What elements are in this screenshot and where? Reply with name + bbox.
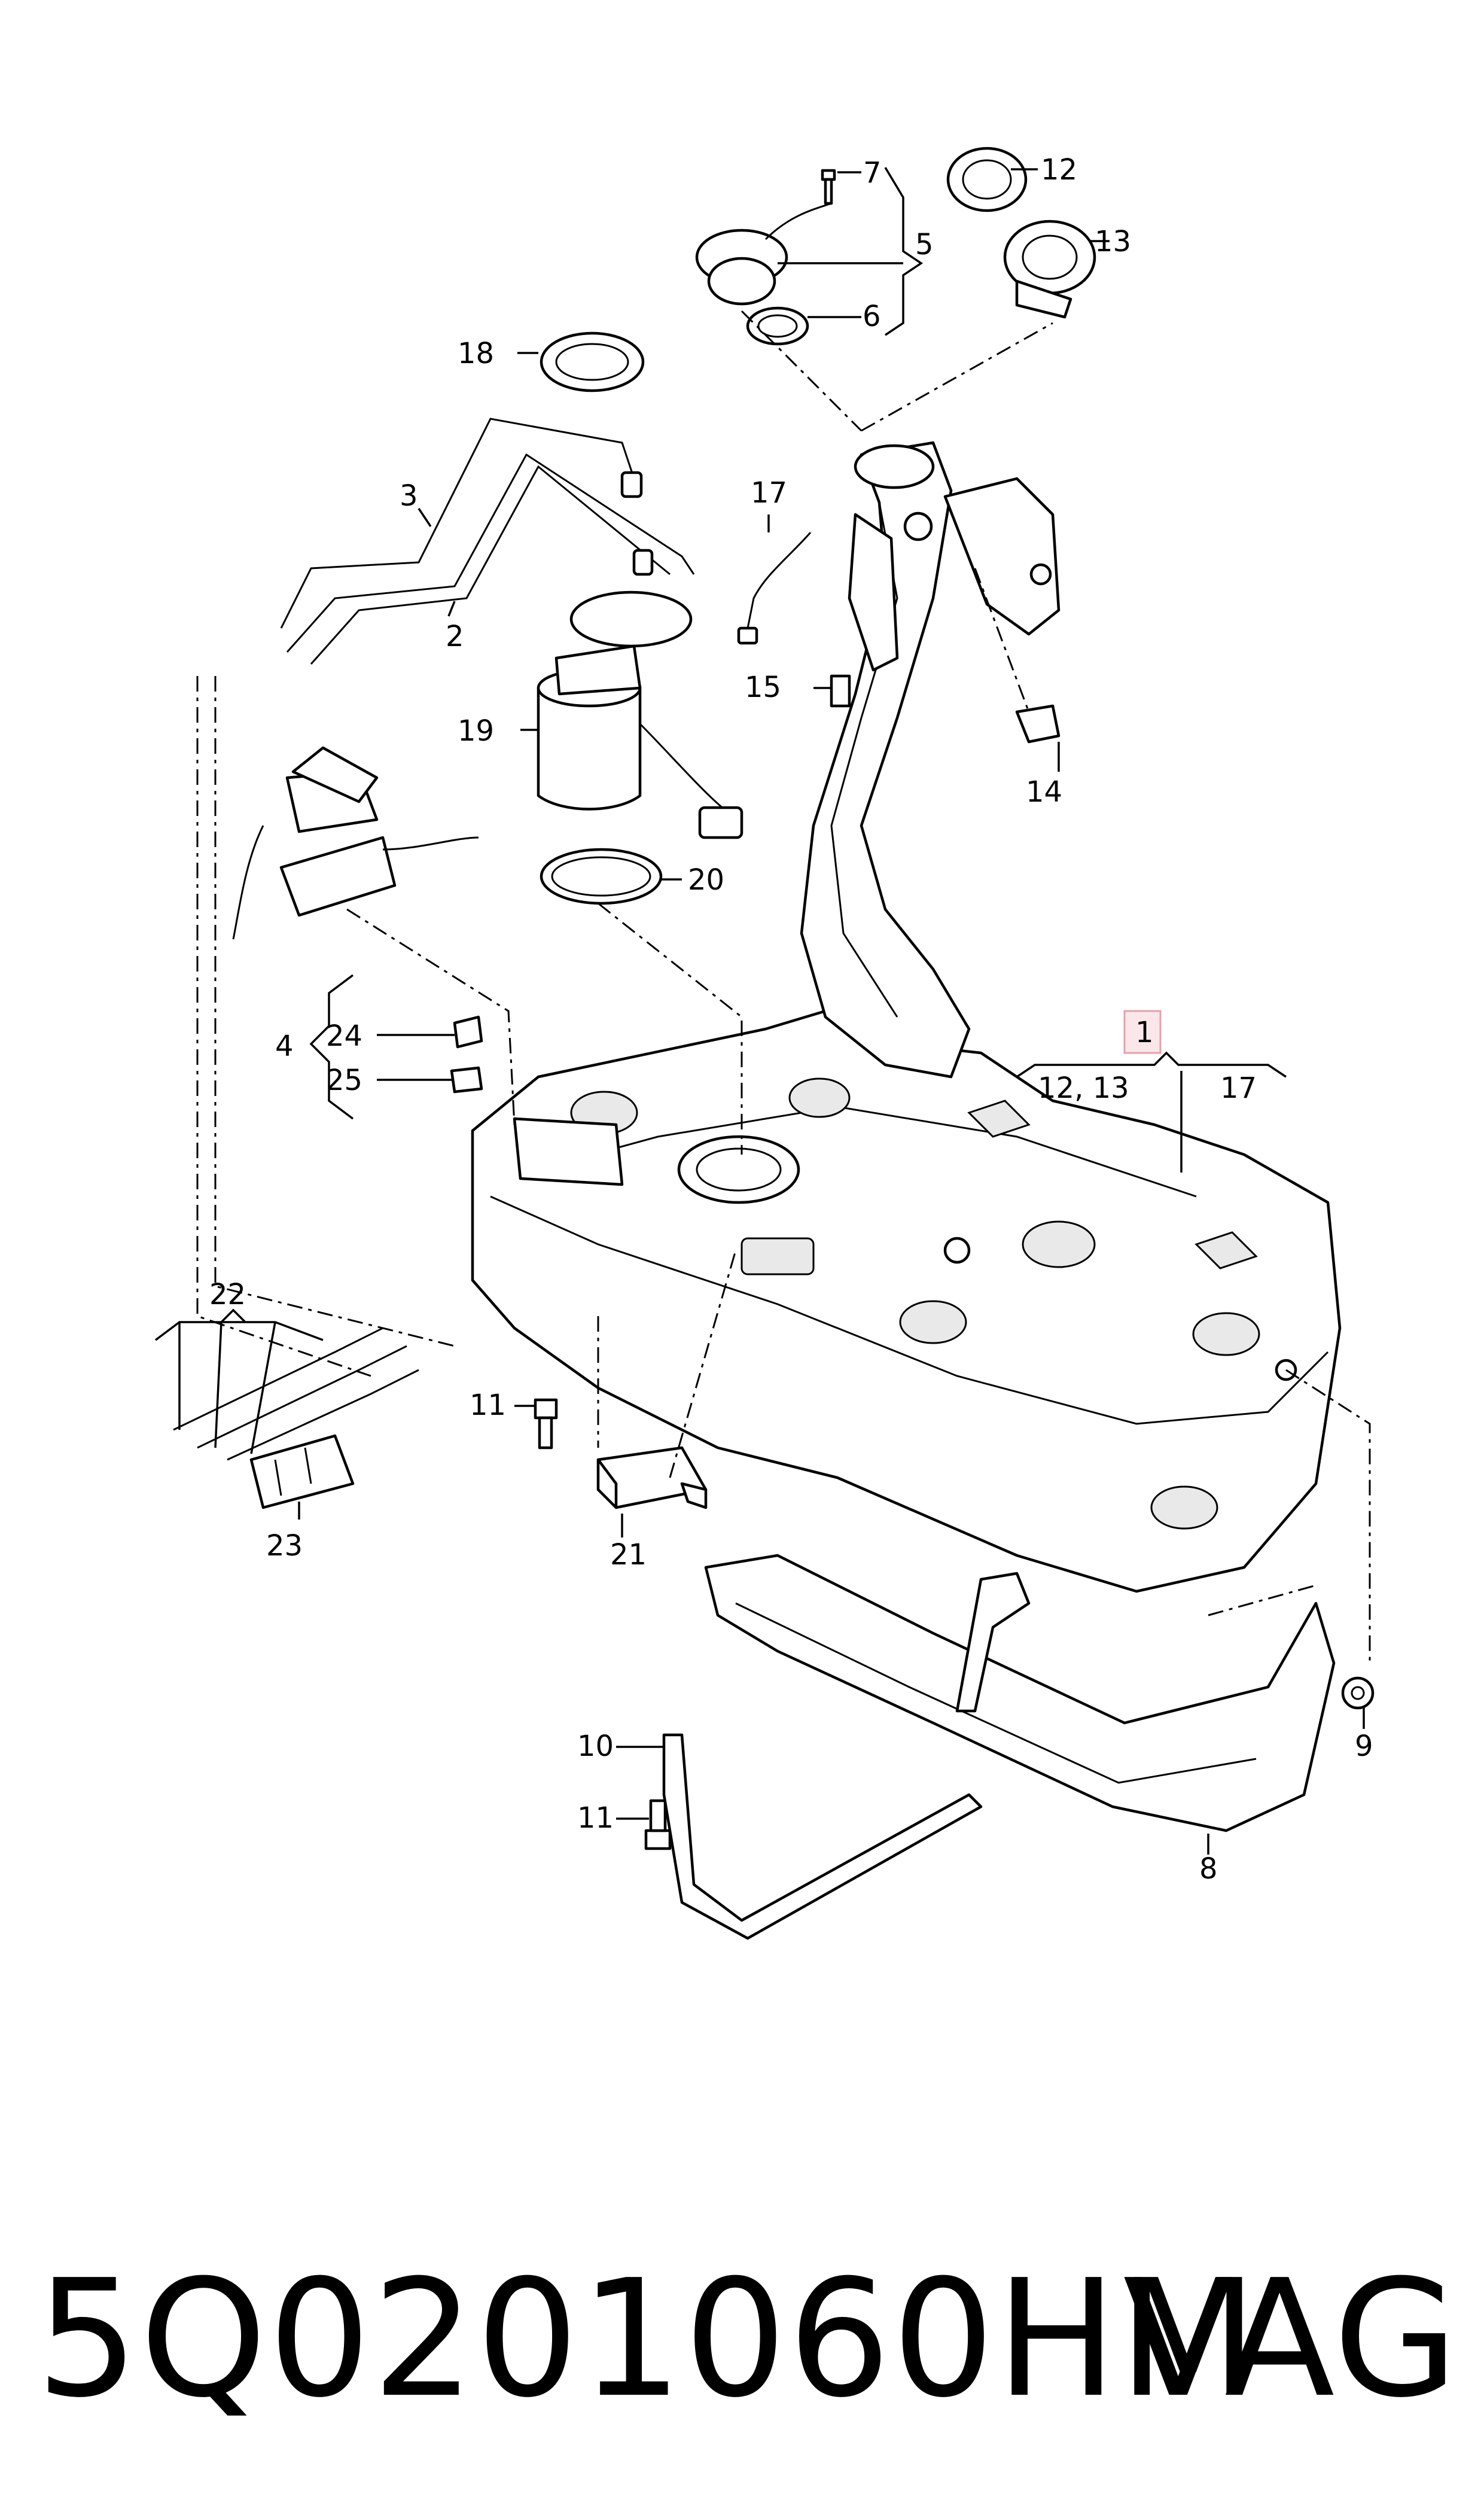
sensor-17[interactable] — [737, 532, 812, 645]
label-25: 25 — [326, 1064, 362, 1097]
label-3: 3 — [400, 479, 418, 513]
label-18: 18 — [458, 337, 494, 370]
screw[interactable] — [821, 169, 836, 205]
fuel-lines[interactable] — [280, 418, 695, 665]
label-21: 21 — [610, 1538, 647, 1572]
label-12: 12 — [1041, 153, 1077, 187]
clip-14[interactable] — [1015, 704, 1061, 744]
housing-13[interactable] — [1003, 220, 1096, 319]
seal-20[interactable] — [540, 848, 663, 905]
clip-24[interactable] — [453, 1015, 483, 1049]
part-number: 5Q0201060HM — [36, 2245, 1259, 2433]
label-14: 14 — [1026, 775, 1062, 809]
tank-strap-10[interactable] — [662, 1572, 1031, 1940]
label-17b: 17 — [1220, 1071, 1257, 1105]
label-5: 5 — [915, 228, 934, 261]
bolt-15[interactable] — [830, 674, 851, 708]
label-12-13: 12, 13 — [1038, 1071, 1129, 1105]
cap-seal[interactable] — [746, 306, 809, 346]
label-20: 20 — [688, 863, 724, 897]
label-11a: 11 — [470, 1389, 506, 1422]
label-13: 13 — [1095, 225, 1131, 258]
label-22: 22 — [209, 1278, 246, 1311]
ring-12[interactable] — [946, 147, 1028, 212]
label-19: 19 — [458, 714, 494, 748]
label-2: 2 — [446, 620, 464, 653]
bracket-23[interactable] — [249, 1434, 355, 1509]
bolt-11-upper[interactable] — [534, 1398, 558, 1450]
brand-label: VAG — [1123, 2245, 1459, 2433]
label-23: 23 — [266, 1529, 303, 1563]
label-1: 1 — [1135, 1016, 1154, 1049]
fuel-tank[interactable] — [471, 1009, 1342, 1593]
callout-lines — [154, 167, 1365, 1855]
footer: 5Q0201060HM VAG — [36, 2240, 1459, 2438]
label-17a: 17 — [751, 476, 787, 510]
label-24: 24 — [326, 1019, 362, 1053]
lines-22[interactable] — [173, 1327, 419, 1461]
fuel-tank-exploded-diagram: 1 2 3 4 5 6 7 8 9 10 11 11 12 13 12, 13 … — [154, 147, 1375, 1940]
label-15: 15 — [745, 671, 781, 704]
label-4: 4 — [275, 1030, 294, 1063]
control-unit-21[interactable] — [596, 1446, 708, 1509]
label-7: 7 — [863, 156, 882, 190]
label-8: 8 — [1199, 1852, 1218, 1886]
leader-lines — [196, 310, 1371, 1663]
lock-ring-18[interactable] — [540, 331, 645, 392]
bolt-11-lower[interactable] — [644, 1799, 672, 1850]
heat-shield-8[interactable] — [704, 1554, 1336, 1832]
label-9: 9 — [1355, 1730, 1373, 1763]
highlight-box-1 — [1123, 1010, 1162, 1054]
fuel-sender-unit[interactable] — [537, 590, 743, 839]
valve-assembly[interactable] — [232, 746, 479, 940]
label-6: 6 — [863, 300, 881, 333]
clip-25[interactable] — [450, 1066, 483, 1094]
nut-9[interactable] — [1341, 1676, 1375, 1710]
label-10: 10 — [577, 1730, 614, 1763]
label-11b: 11 — [577, 1801, 614, 1835]
fuel-cap[interactable] — [695, 202, 832, 306]
callout-labels: 1 2 3 4 5 6 7 8 9 10 11 11 12 13 12, 13 … — [209, 153, 1373, 1886]
filler-neck[interactable] — [800, 441, 1061, 1079]
